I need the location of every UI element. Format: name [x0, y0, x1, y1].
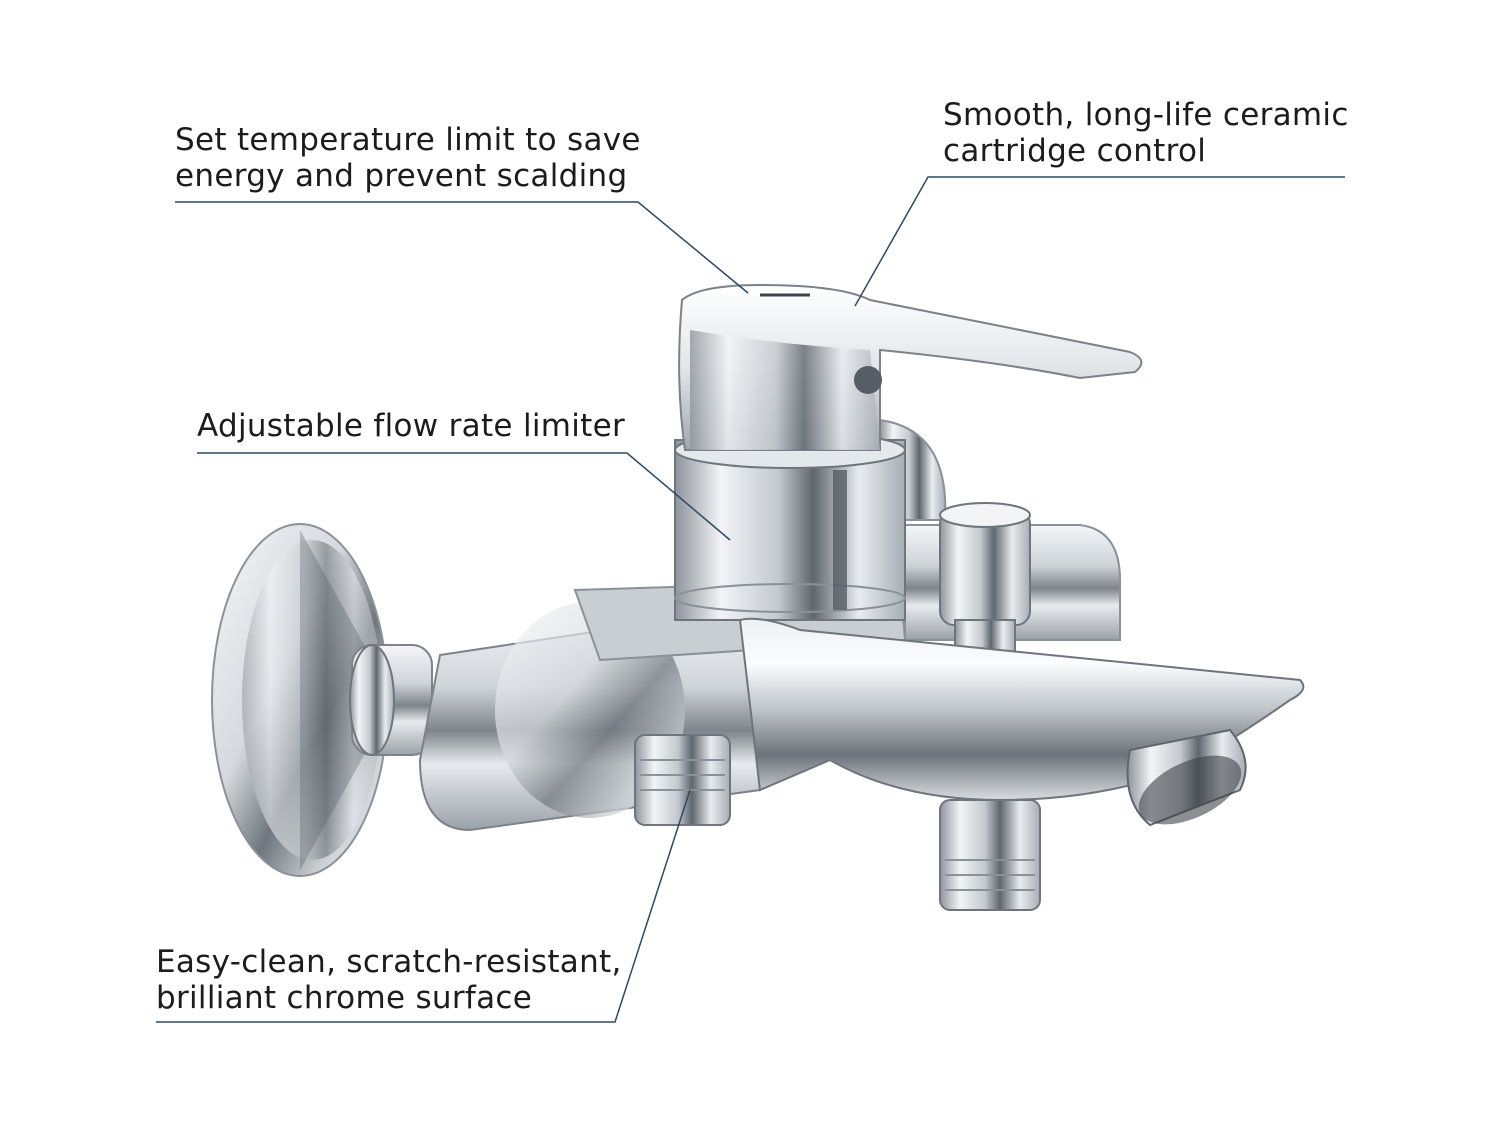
callout-cartridge-line-2: cartridge control [943, 133, 1207, 169]
callout-chrome-surface: Easy-clean, scratch-resistant, brilliant… [156, 944, 622, 1016]
inlet-connector-left [349, 644, 433, 756]
callout-cartridge: Smooth, long-life ceramic cartridge cont… [943, 97, 1349, 169]
callout-temperature-line-2: energy and prevent scalding [175, 158, 628, 194]
callout-temperature-line-1: Set temperature limit to save [175, 122, 641, 158]
callout-flow-rate: Adjustable flow rate limiter [197, 408, 625, 444]
inlet-thread-front [634, 734, 731, 826]
leader-line-flow [197, 452, 731, 541]
callout-flow-line-1: Adjustable flow rate limiter [197, 408, 626, 444]
leader-lines [156, 176, 1345, 1023]
wall-rosette-left [211, 523, 395, 877]
spout [738, 617, 1305, 827]
leader-line-cartridge [854, 176, 1345, 307]
callout-cartridge-line-1: Smooth, long-life ceramic [943, 97, 1349, 133]
leader-line-chrome [156, 789, 691, 1023]
callout-temperature-limit: Set temperature limit to save energy and… [175, 122, 641, 194]
callout-chrome-line-2: brilliant chrome surface [156, 980, 533, 1016]
shower-outlet [939, 799, 1041, 911]
lever-handle [678, 283, 1143, 451]
leader-line-temperature [175, 201, 749, 294]
cartridge-column [674, 431, 906, 621]
callout-chrome-line-1: Easy-clean, scratch-resistant, [156, 944, 622, 980]
